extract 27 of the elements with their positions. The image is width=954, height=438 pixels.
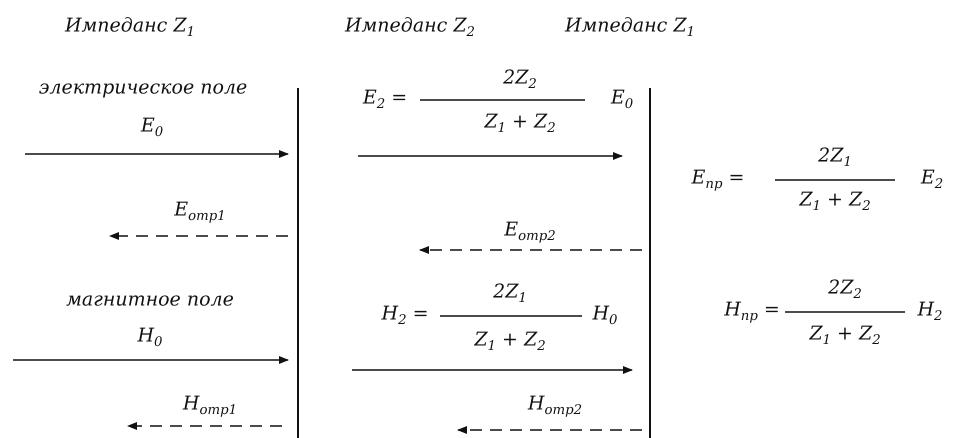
formula-term: H$_{2}$ — [917, 299, 943, 325]
field-label: магнитное поле — [66, 290, 234, 310]
formula-term: 2Z$_{1}$ — [493, 281, 527, 307]
wave-label: E$_{отр2}$ — [504, 219, 556, 245]
formula-term: 2Z$_{2}$ — [828, 277, 862, 303]
formula-term: 2Z$_{2}$ — [503, 67, 537, 93]
field-label: электрическое поле — [38, 78, 248, 98]
wave-label: H$_{0}$ — [137, 325, 163, 351]
formula-term: H$_{2}$ = — [382, 303, 428, 329]
region-heading: Импеданс Z$_{2}$ — [344, 15, 476, 41]
formula-term: Z$_{1}$ + Z$_{2}$ — [799, 189, 871, 215]
wave-label: H$_{отр2}$ — [528, 393, 582, 419]
formula-term: H$_{0}$ — [592, 303, 618, 329]
formula-term: E$_{пр}$ = — [692, 167, 744, 193]
formula-term: E$_{0}$ — [610, 87, 634, 113]
region-heading: Импеданс Z$_{1}$ — [64, 15, 196, 41]
formula-term: Z$_{1}$ + Z$_{2}$ — [474, 329, 546, 355]
region-heading: Импеданс Z$_{1}$ — [564, 15, 696, 41]
wave-label: E$_{отр1}$ — [174, 199, 226, 225]
wave-label: H$_{отр1}$ — [182, 393, 238, 419]
formula-term: E$_{2}$ — [920, 167, 944, 193]
formula-term: Z$_{1}$ + Z$_{2}$ — [809, 323, 881, 349]
formula-term: 2Z$_{1}$ — [818, 145, 852, 171]
formula-term: H$_{пр}$ = — [724, 299, 780, 325]
wave-label: E$_{0}$ — [140, 115, 164, 141]
formula-term: E$_{2}$ = — [362, 87, 408, 113]
formula-term: Z$_{1}$ + Z$_{2}$ — [484, 111, 556, 137]
